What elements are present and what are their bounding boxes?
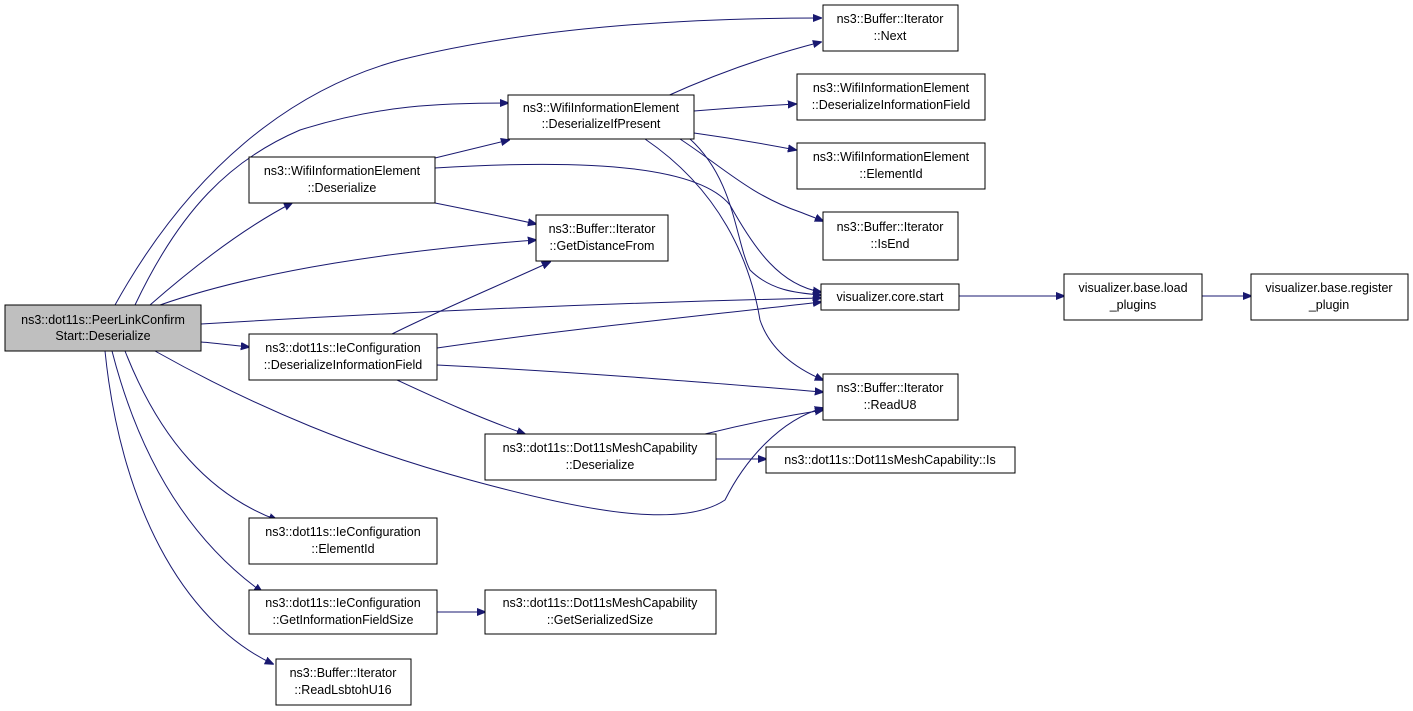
edge-meshcap-deserialize-to-iter-read-u8	[704, 410, 823, 435]
edge-wie-deserialize-if-present-to-iter-next	[664, 42, 821, 98]
edge-root-to-iecfg-element-id	[124, 350, 277, 520]
node-label-line2: ::ReadU8	[864, 398, 917, 412]
edge-wie-deserialize-to-iter-get-distance-from	[434, 202, 536, 224]
edge-iecfg-deserialize-info-field-to-meshcap-deserialize	[396, 379, 525, 434]
node-label-line2: ::ReadLsbtohU16	[294, 683, 391, 697]
node-label-line1: ns3::Buffer::Iterator	[549, 222, 656, 236]
edge-wie-deserialize-if-present-to-visualizer-core-start	[689, 138, 821, 295]
edge-root-to-wie-deserialize	[149, 203, 292, 306]
edge-wie-deserialize-if-present-to-wie-deserialize-info-field	[693, 104, 796, 112]
node-label-line1: ns3::WifiInformationElement	[813, 81, 970, 95]
node-visualizer-register-plugin[interactable]: visualizer.base.register _plugin	[1250, 273, 1409, 321]
node-label-line1: ns3::WifiInformationElement	[264, 164, 421, 178]
node-label-line2: ::DeserializeInformationField	[264, 358, 422, 372]
node-label-line2: ::ElementId	[859, 167, 922, 181]
node-visualizer-core-start[interactable]: visualizer.core.start	[820, 283, 960, 311]
node-label-line1: ns3::dot11s::Dot11sMeshCapability	[503, 596, 699, 610]
node-label-line1: visualizer.base.load	[1078, 281, 1187, 295]
node-iecfg-get-info-field-size[interactable]: ns3::dot11s::IeConfiguration ::GetInform…	[248, 589, 438, 635]
node-label-line2: ::IsEnd	[871, 237, 910, 251]
node-label-line2: ::GetSerializedSize	[547, 613, 653, 627]
node-label-line1: ns3::dot11s::Dot11sMeshCapability::Is	[784, 453, 995, 467]
node-iter-next[interactable]: ns3::Buffer::Iterator ::Next	[822, 4, 959, 52]
edge-wie-deserialize-if-present-to-wie-element-id	[693, 132, 796, 150]
edge-wie-deserialize-to-wie-deserialize-if-present	[434, 140, 509, 159]
edge-root-to-wie-deserialize-if-present	[134, 103, 508, 306]
edge-iecfg-deserialize-info-field-to-visualizer-core-start	[436, 302, 821, 349]
node-wie-element-id[interactable]: ns3::WifiInformationElement ::ElementId	[796, 142, 986, 190]
node-label-line1: ns3::dot11s::Dot11sMeshCapability	[503, 441, 699, 455]
node-label-line2: ::Deserialize	[308, 181, 377, 195]
node-label-line1: ns3::Buffer::Iterator	[290, 666, 397, 680]
edge-root-to-iter-read-u8	[154, 350, 823, 516]
node-label-line1: ns3::dot11s::IeConfiguration	[265, 525, 420, 539]
node-label-line2: _plugin	[1308, 298, 1349, 312]
node-meshcap-is[interactable]: ns3::dot11s::Dot11sMeshCapability::Is	[765, 446, 1016, 474]
edge-wie-deserialize-if-present-to-iter-read-u8	[644, 138, 823, 380]
node-label-line1: ns3::dot11s::PeerLinkConfirm	[21, 313, 185, 327]
node-label-line2: _plugins	[1109, 298, 1157, 312]
node-label-line1: ns3::dot11s::IeConfiguration	[265, 341, 420, 355]
node-label-line2: ::DeserializeIfPresent	[542, 117, 661, 131]
edge-root-to-visualizer-core-start	[200, 298, 821, 325]
node-label-line2: ::Next	[874, 29, 907, 43]
node-iecfg-element-id[interactable]: ns3::dot11s::IeConfiguration ::ElementId	[248, 517, 438, 565]
node-label-line2: ::DeserializeInformationField	[812, 98, 970, 112]
node-wie-deserialize-if-present[interactable]: ns3::WifiInformationElement ::Deserializ…	[507, 94, 695, 140]
edge-root-to-iecfg-deserialize-info-field	[200, 341, 249, 347]
node-iter-is-end[interactable]: ns3::Buffer::Iterator ::IsEnd	[822, 211, 959, 261]
edge-root-to-iter-next	[114, 18, 821, 306]
node-label-line1: ns3::WifiInformationElement	[813, 150, 970, 164]
edge-iecfg-deserialize-info-field-to-iter-read-u8	[436, 364, 823, 392]
node-label-line1: ns3::Buffer::Iterator	[837, 220, 944, 234]
node-label-line1: ns3::Buffer::Iterator	[837, 12, 944, 26]
node-visualizer-load-plugins[interactable]: visualizer.base.load _plugins	[1063, 273, 1203, 321]
node-root-peer-link-confirm-start-deserialize[interactable]: ns3::dot11s::PeerLinkConfirm Start::Dese…	[4, 304, 202, 352]
node-meshcap-deserialize[interactable]: ns3::dot11s::Dot11sMeshCapability ::Dese…	[484, 433, 717, 481]
edge-wie-deserialize-to-visualizer-core-start	[434, 163, 821, 292]
node-iter-read-lsbtoh-u16[interactable]: ns3::Buffer::Iterator ::ReadLsbtohU16	[275, 658, 412, 706]
node-label-line1: ns3::dot11s::IeConfiguration	[265, 596, 420, 610]
node-wie-deserialize-info-field[interactable]: ns3::WifiInformationElement ::Deserializ…	[796, 73, 986, 121]
edge-wie-deserialize-if-present-to-iter-is-end	[679, 138, 823, 221]
edge-root-to-iecfg-get-info-field-size	[111, 350, 262, 592]
node-label-line1: ns3::WifiInformationElement	[523, 101, 680, 115]
node-iecfg-deserialize-info-field[interactable]: ns3::dot11s::IeConfiguration ::Deseriali…	[248, 333, 438, 381]
node-wie-deserialize[interactable]: ns3::WifiInformationElement ::Deserializ…	[248, 156, 436, 204]
edge-iecfg-deserialize-info-field-to-iter-get-distance-from	[391, 262, 550, 335]
node-label-line1: visualizer.core.start	[837, 290, 945, 304]
edge-root-to-iter-read-lsbtoh-u16	[104, 350, 273, 664]
node-label-line2: ::GetInformationFieldSize	[272, 613, 413, 627]
node-label-line2: Start::Deserialize	[55, 329, 150, 343]
node-label-line2: ::ElementId	[311, 542, 374, 556]
node-meshcap-get-serialized-size[interactable]: ns3::dot11s::Dot11sMeshCapability ::GetS…	[484, 589, 717, 635]
node-label-line1: ns3::Buffer::Iterator	[837, 381, 944, 395]
node-iter-read-u8[interactable]: ns3::Buffer::Iterator ::ReadU8	[822, 373, 959, 421]
edge-root-to-iter-get-distance-from	[159, 240, 536, 306]
node-label-line1: visualizer.base.register	[1265, 281, 1392, 295]
node-label-line2: ::Deserialize	[566, 458, 635, 472]
node-iter-get-distance-from[interactable]: ns3::Buffer::Iterator ::GetDistanceFrom	[535, 214, 669, 262]
node-label-line2: ::GetDistanceFrom	[550, 239, 655, 253]
